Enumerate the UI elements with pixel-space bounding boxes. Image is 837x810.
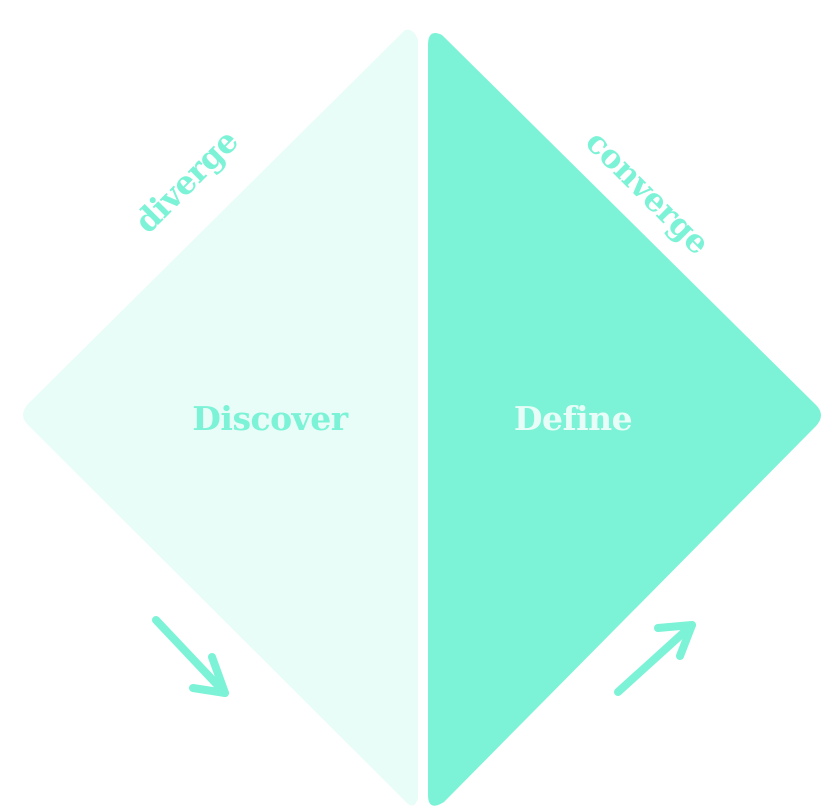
discover-label: Discover — [192, 399, 349, 438]
arrow-up-right-icon — [614, 621, 696, 696]
discover-half — [23, 29, 418, 806]
define-half — [428, 32, 821, 806]
define-label: Define — [514, 399, 632, 438]
arrow-down-right-icon — [152, 616, 229, 697]
